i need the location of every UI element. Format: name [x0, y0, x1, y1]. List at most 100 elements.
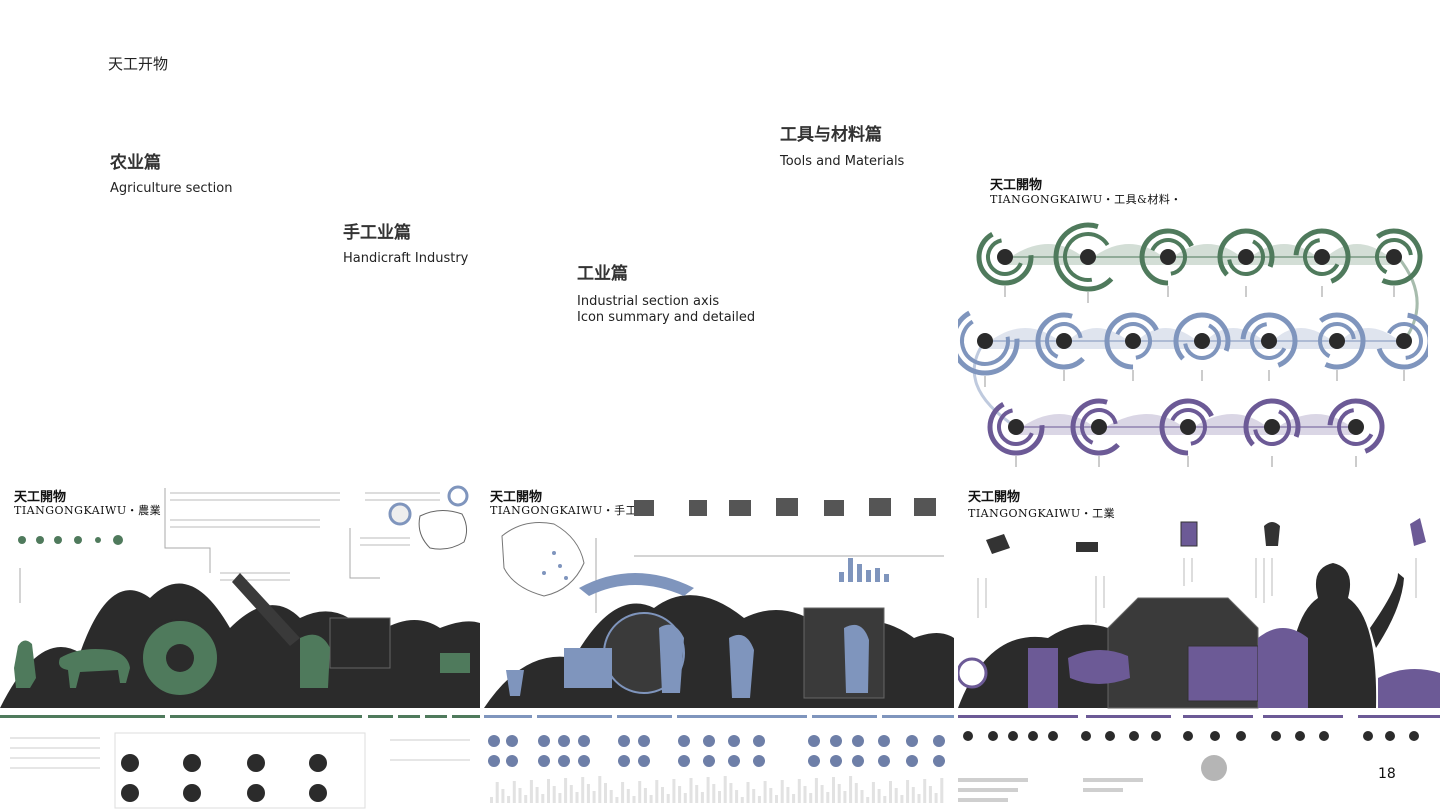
handicraft-leader-lines: [595, 538, 944, 613]
tools-ring-icon: [1386, 249, 1402, 265]
tools-inner-ring: [997, 408, 1035, 446]
tools-ring: [1070, 398, 1128, 456]
handicraft-bottom-bars: [490, 776, 944, 803]
tools-ring-icon: [1056, 333, 1072, 349]
handicraft-section-bars: [484, 715, 954, 718]
tools-ring: [1159, 398, 1217, 456]
handicraft-bar: [649, 795, 653, 803]
agriculture-section-bars: [0, 715, 480, 718]
industrial-dot: [1409, 731, 1419, 741]
handicraft-bar: [655, 780, 659, 803]
section-industrial: 工业篇 Industrial section axis Icon summary…: [577, 259, 755, 326]
handicraft-bar: [729, 783, 733, 803]
industrial-legend-bars: [958, 778, 1143, 802]
handicraft-bar: [740, 797, 744, 803]
brick-wall-icon: [803, 607, 885, 699]
section-tools: 工具与材料篇 Tools and Materials: [780, 120, 904, 170]
handicraft-bar: [803, 786, 807, 803]
handicraft-bar: [746, 782, 750, 803]
section-industrial-title: 工业篇: [577, 264, 628, 284]
handicraft-bar: [894, 788, 898, 803]
handicraft-dot: [852, 755, 864, 767]
section-handicraft-subtitle: Handicraft Industry: [343, 251, 469, 266]
handicraft-bar: [832, 777, 835, 803]
industrial-text-lines: [977, 558, 1417, 623]
section-handicraft: 手工业篇 Handicraft Industry: [343, 218, 468, 267]
section-tools-subtitle: Tools and Materials: [780, 154, 905, 169]
agriculture-map-outline: [418, 510, 468, 550]
agriculture-detail-box: [114, 732, 366, 809]
tools-ring-icon: [1348, 419, 1364, 435]
craftsman-icon-1: [659, 624, 684, 693]
worker-icon: [300, 634, 330, 688]
handicraft-panel-pinyin: TIANGONGKAIWU・手工業: [490, 504, 649, 517]
canopy-icon: [579, 573, 694, 596]
handicraft-bar: [672, 779, 676, 803]
handicraft-dot: [808, 755, 820, 767]
handicraft-dot: [506, 755, 518, 767]
handicraft-bar: [541, 794, 545, 803]
tools-inner-ring: [1169, 407, 1207, 446]
craftsman-icon-2: [729, 634, 754, 698]
tools-ring: [1035, 312, 1093, 370]
handicraft-bar: [592, 791, 596, 803]
handicraft-dot: [488, 735, 500, 747]
handicraft-bar: [683, 793, 687, 803]
handicraft-bar: [564, 778, 568, 803]
handicraft-bar: [723, 776, 727, 803]
tools-ring-icon: [1091, 419, 1107, 435]
section-handicraft-title: 手工业篇: [343, 223, 411, 243]
tools-ring: [1139, 228, 1197, 286]
agriculture-detail-lines: [10, 737, 470, 769]
tools-loop-right: [1396, 256, 1419, 342]
handicraft-bar: [900, 795, 904, 803]
handicraft-bar: [735, 790, 739, 803]
handicraft-bar: [866, 797, 870, 803]
handicraft-map-outline: [501, 522, 585, 597]
tools-ring: [1243, 398, 1301, 456]
industrial-dot: [1271, 731, 1281, 741]
tools-inner-ring: [1063, 232, 1113, 282]
handicraft-bar: [518, 788, 522, 803]
tools-panel-title: 天工開物: [990, 178, 1043, 193]
handicraft-dot: [638, 735, 650, 747]
handicraft-dot: [728, 735, 740, 747]
tools-ring-icon: [1261, 333, 1277, 349]
handicraft-bar: [775, 795, 778, 803]
agriculture-panel: 天工開物 TIANGONGKAIWU・農業: [0, 478, 480, 810]
tools-ring-icon: [1396, 333, 1412, 349]
agriculture-panel-title: 天工開物: [14, 490, 67, 505]
page-number: 18: [1378, 766, 1396, 782]
handicraft-bar: [512, 781, 516, 803]
handicraft-bar: [934, 793, 938, 803]
basket-icon: [440, 653, 470, 673]
handicraft-bar: [860, 790, 864, 803]
handicraft-dot: [830, 755, 842, 767]
tools-ring-icon: [1160, 249, 1176, 265]
industrial-panel: 天工開物 TIANGONGKAIWU・工業: [958, 478, 1440, 810]
handicraft-bar: [558, 793, 562, 803]
handicraft-dot: [703, 735, 715, 747]
industrial-dot: [1151, 731, 1161, 741]
handicraft-dot: [808, 735, 820, 747]
industrial-dot: [1210, 731, 1220, 741]
industrial-section-bars: [958, 715, 1440, 718]
tools-ring: [1173, 312, 1231, 370]
handicraft-panel: 天工開物 TIANGONGKAIWU・手工業: [484, 478, 954, 810]
handicraft-dot: [852, 735, 864, 747]
handicraft-dot: [488, 755, 500, 767]
section-agriculture: 农业篇 Agriculture section: [110, 148, 232, 197]
handicraft-bar: [524, 795, 528, 803]
handicraft-dot: [538, 735, 550, 747]
agriculture-badge-ring-2: [388, 502, 412, 526]
handicraft-mini-bars: [839, 558, 889, 582]
handicraft-bar: [849, 776, 853, 803]
industrial-panel-pinyin: TIANGONGKAIWU・工業: [968, 507, 1116, 520]
tools-ring: [1053, 222, 1123, 292]
handicraft-dot: [878, 755, 890, 767]
agriculture-badge-ring: [447, 485, 469, 507]
handicraft-bar: [501, 789, 505, 803]
handicraft-dot: [753, 735, 765, 747]
handicraft-panel-title: 天工開物: [490, 490, 543, 505]
tools-ring: [1293, 228, 1351, 286]
